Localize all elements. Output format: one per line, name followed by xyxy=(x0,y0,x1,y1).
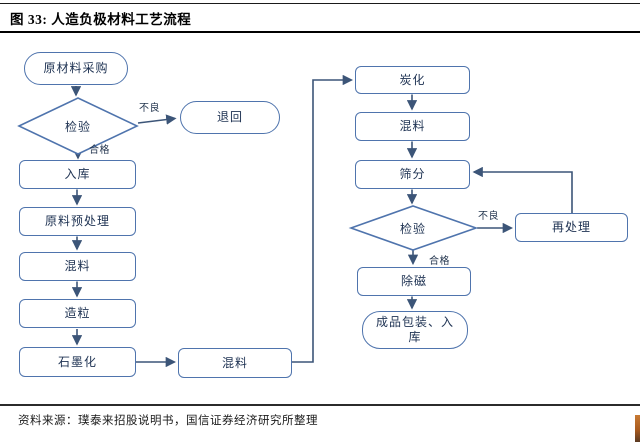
node-demagnetization: 除磁 xyxy=(357,267,471,296)
edge-label-defective-1: 不良 xyxy=(139,103,160,114)
edge-label-defective-2: 不良 xyxy=(478,211,499,222)
node-reprocessing: 再处理 xyxy=(515,213,628,242)
edge-label-qualified-1: 合格 xyxy=(89,145,110,156)
node-mixing-1: 混料 xyxy=(19,252,136,281)
footer-rule xyxy=(0,404,640,406)
node-sieving: 筛分 xyxy=(355,160,470,189)
node-inspection-2: 检验 xyxy=(399,222,426,236)
node-mixing-3: 混料 xyxy=(355,112,470,141)
figure-title: 图 33: 人造负极材料工艺流程 xyxy=(10,12,192,27)
source-note: 资料来源：璞泰来招股说明书，国信证券经济研究所整理 xyxy=(18,415,318,427)
node-return: 退回 xyxy=(180,101,280,134)
title-underline-rule xyxy=(0,31,640,33)
node-carbonization: 炭化 xyxy=(355,66,470,94)
publisher-logo-sliver xyxy=(635,415,640,442)
node-granulation: 造粒 xyxy=(19,299,136,328)
node-warehouse-in: 入库 xyxy=(19,160,136,189)
node-raw-material-pretreatment: 原料预处理 xyxy=(19,207,136,236)
node-inspection-1: 检验 xyxy=(64,120,91,134)
node-mixing-2: 混料 xyxy=(178,348,292,378)
top-rule xyxy=(0,3,640,4)
edge-label-qualified-2: 合格 xyxy=(429,256,450,267)
node-graphitization: 石墨化 xyxy=(19,347,136,377)
node-final-packaging-warehousing: 成品包装、入库 xyxy=(362,311,468,349)
node-raw-material-procurement: 原材料采购 xyxy=(24,52,128,85)
